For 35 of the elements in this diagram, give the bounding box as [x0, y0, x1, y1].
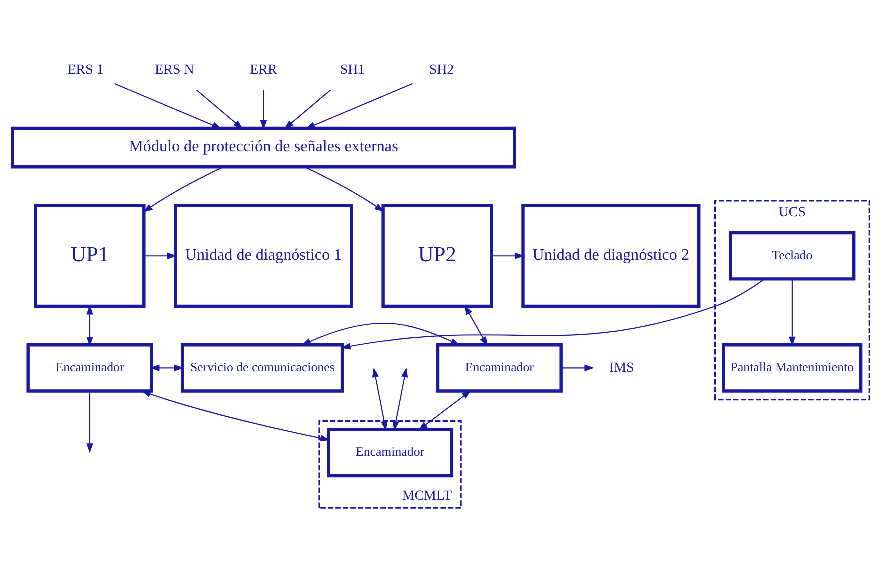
- node-box: Teclado: [729, 231, 856, 281]
- arrow: [150, 364, 184, 372]
- arrow: [464, 305, 488, 346]
- node-box: Unidad de diagnóstico 1: [174, 204, 354, 308]
- arrow: [492, 252, 525, 260]
- node-box: UP1: [34, 204, 146, 308]
- arrow: [306, 83, 413, 130]
- node-box: Servicio de comunicaciones: [181, 344, 344, 393]
- node-box: Unidad de diagnóstico 2: [522, 204, 701, 308]
- node-text: SH2: [429, 63, 454, 78]
- arrow: [114, 83, 222, 130]
- arrow: [86, 391, 94, 454]
- node-box: Módulo de protección de señales externas: [11, 126, 516, 169]
- node-box: Encaminador: [436, 344, 563, 393]
- arrow: [341, 278, 766, 350]
- node-text: ERR: [250, 63, 278, 78]
- node-text: SH1: [340, 63, 366, 78]
- arrow: [86, 305, 94, 347]
- node-text: ERS N: [155, 63, 194, 78]
- arrow: [143, 166, 224, 213]
- arrow: [196, 90, 244, 130]
- node-text: IMS: [610, 360, 634, 376]
- arrow: [305, 166, 384, 212]
- arrow: [302, 323, 460, 346]
- arrow: [284, 90, 332, 130]
- node-text: ERS 1: [68, 63, 104, 78]
- arrow: [418, 390, 472, 431]
- node-box: Encaminador: [327, 428, 454, 478]
- arrow: [144, 252, 178, 260]
- node-box: Pantalla Mantenimiento: [722, 344, 863, 393]
- arrow: [562, 364, 594, 372]
- arrow: [392, 368, 408, 432]
- arrow: [372, 368, 388, 432]
- node-box: Encaminador: [26, 344, 154, 393]
- node-box: UP2: [382, 204, 494, 308]
